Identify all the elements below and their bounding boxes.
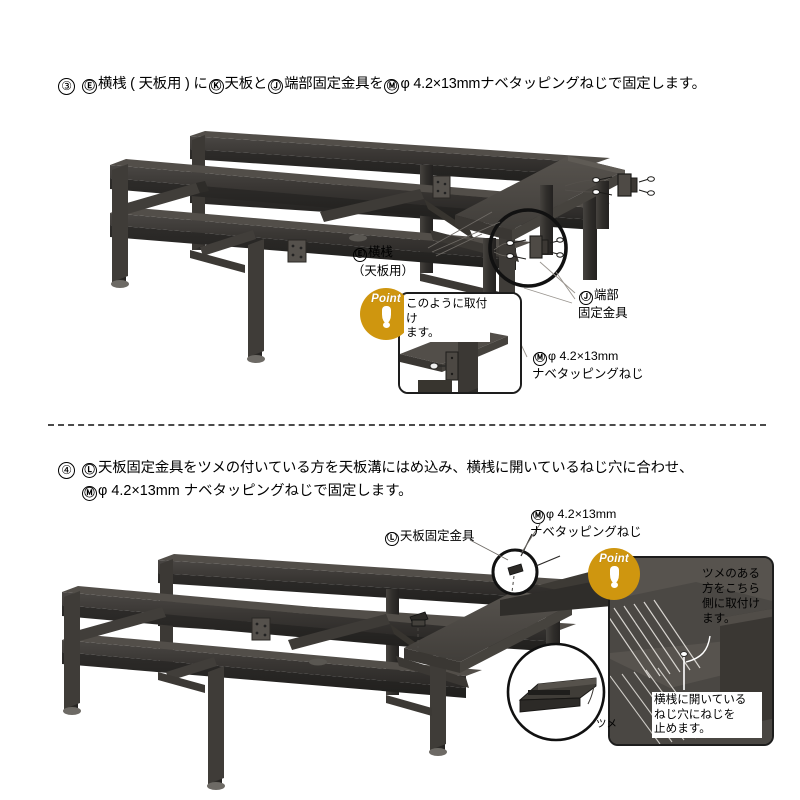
section-divider [48,424,766,426]
label-screw-line1-step4: φ 4.2×13mm [546,507,617,521]
step-4-number: ④ [58,462,75,479]
end-bracket-exploded-upper [564,173,655,197]
part-mark-L: Ⓛ [82,463,97,478]
step3-leader-lines [427,211,501,257]
part-mark-M-label-step4: Ⓜ [531,510,545,524]
label-crossbar-E-line2: （天板用） [352,264,414,278]
part-mark-E-label: Ⓔ [353,248,367,262]
point-badge-step3: Point [360,288,412,340]
step-3-text-4: φ 4.2×13mmナベタッピングねじで固定します。 [400,76,706,92]
exclamation-icon-step4 [609,566,619,588]
part-mark-K: Ⓚ [208,79,224,94]
label-screw-M-line2-step4: ナベタッピングねじ [530,525,642,539]
step-3-text-1: 横桟 ( 天板用 ) に [98,76,208,92]
label-top-bracket-text: 天板固定金具 [400,529,475,543]
claw-detail-circle [506,642,606,742]
step-3-text-2: 天板と [224,76,268,92]
screw-detail-circle [491,533,561,596]
point-note-step3: このように取付け ます。 [404,296,490,342]
label-end-bracket-J-line2: 固定金具 [578,306,628,320]
step-3-text-3: 端部固定金具を [284,76,384,92]
label-end-bracket-line1: 端部 [594,288,619,302]
point-badge-word-step3: Point [371,293,401,305]
label-screw-M-line2-step3: ナベタッピングねじ [532,367,644,381]
part-mark-L-label: Ⓛ [385,532,399,546]
label-claw: ツメ [596,718,617,730]
part-mark-M-label-step3: Ⓜ [533,352,547,366]
step-3-number: ③ [58,78,75,95]
part-mark-M: Ⓜ [384,79,400,94]
part-mark-E: Ⓔ [82,79,97,94]
label-screw-line1-step3: φ 4.2×13mm [548,349,619,363]
exclamation-icon-step3 [381,306,391,328]
note-screw-hole: 横桟に開いている ねじ穴にねじを 止めます。 [652,692,762,738]
label-crossbar-line1: 横桟 [368,245,393,259]
step-4-text-1: 天板固定金具をツメの付いている方を天板溝にはめ込み、横桟に開いているねじ穴に合わ… [98,460,694,476]
point-badge-step4: Point [588,548,640,600]
end-bracket-detail-circled [488,208,568,288]
part-mark-M-step4: Ⓜ [82,486,97,501]
point-badge-word-step4: Point [599,553,629,565]
step4-frame [62,523,612,790]
step-4-text-2: φ 4.2×13mm ナベタッピングねじで固定します。 [98,483,413,499]
point-note-step4: ツメのある 方をこちら 側に取付け ます。 [702,567,760,625]
part-mark-J: Ⓙ [268,79,284,94]
top-fix-bracket-L [409,611,429,648]
part-mark-J-label: Ⓙ [579,291,593,305]
